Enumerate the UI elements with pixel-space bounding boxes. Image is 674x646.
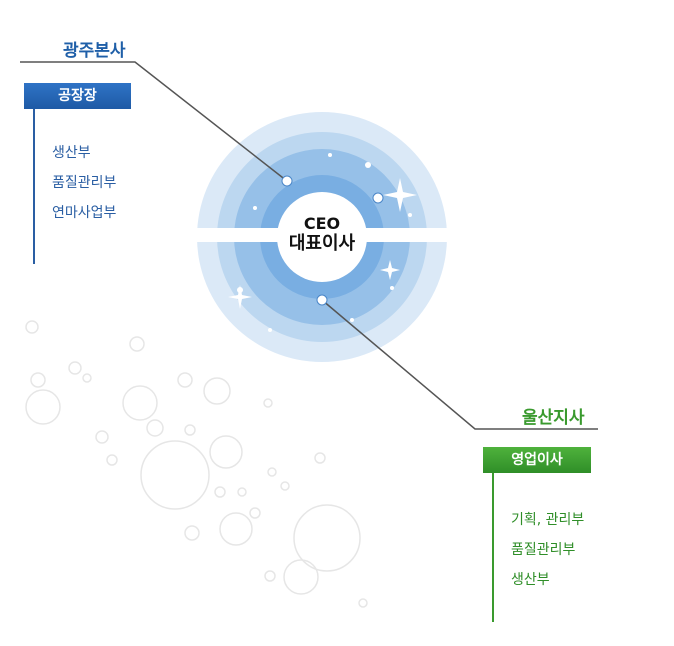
gwangju-department-item: 생산부 xyxy=(52,145,91,161)
ulsan-department-item: 기획, 관리부 xyxy=(511,512,585,528)
ceo-label-en: CEO xyxy=(303,214,341,233)
gwangju-department-list: 생산부 품질관리부 연마사업부 xyxy=(52,138,116,228)
gwangju-title: 광주본사 xyxy=(63,41,126,61)
ulsan-title: 울산지사 xyxy=(522,408,585,428)
connector-dots xyxy=(281,175,384,306)
ulsan-badge: 영업이사 xyxy=(483,447,591,473)
ceo-rings xyxy=(195,112,455,362)
ceo-label: CEO 대표이사 xyxy=(278,215,366,255)
sparkles xyxy=(228,153,417,332)
ulsan-department-item: 생산부 xyxy=(511,572,550,588)
connector-lines xyxy=(20,61,598,430)
decorative-bubbles xyxy=(25,320,368,608)
ulsan-department-list: 기획, 관리부 품질관리부 생산부 xyxy=(511,505,584,595)
gwangju-department-item: 연마사업부 xyxy=(52,205,117,221)
gwangju-department-item: 품질관리부 xyxy=(52,175,117,191)
ceo-label-ko: 대표이사 xyxy=(288,233,356,254)
gwangju-badge: 공장장 xyxy=(24,83,131,109)
ulsan-department-item: 품질관리부 xyxy=(511,542,576,558)
